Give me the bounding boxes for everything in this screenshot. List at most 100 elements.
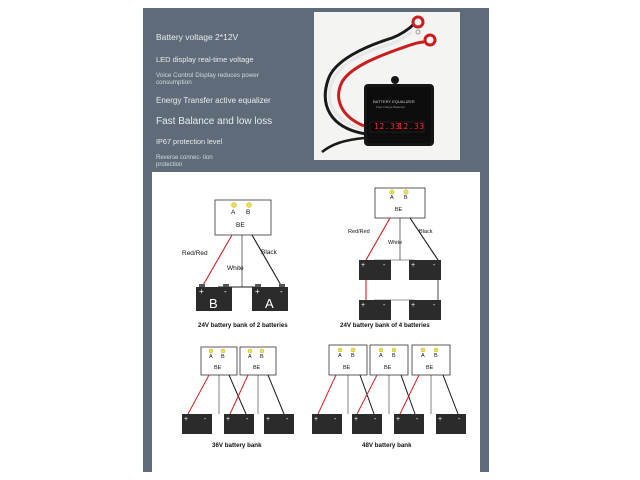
led-b-icon xyxy=(350,347,356,353)
battery xyxy=(182,414,212,434)
battery xyxy=(359,260,391,280)
terminal-plus: + xyxy=(411,302,416,309)
battery xyxy=(359,300,391,320)
terminal-minus: - xyxy=(334,416,337,423)
black-wire xyxy=(409,217,439,261)
be-box-3 xyxy=(411,344,451,376)
red-wire xyxy=(201,234,233,288)
led-a-label: A xyxy=(248,354,252,360)
battery xyxy=(312,414,342,434)
box-label: BE xyxy=(253,365,261,371)
feature-list: Battery voltage 2*12V LED display real-t… xyxy=(156,8,316,173)
battery-b-label: B xyxy=(209,296,218,311)
wire-black-label: Black xyxy=(261,249,277,256)
terminal-minus: - xyxy=(246,416,249,423)
voltage-readout-right: 12.33 xyxy=(398,122,425,131)
led-b-icon xyxy=(433,347,439,353)
battery-b xyxy=(196,287,232,311)
led-a-icon xyxy=(208,348,214,354)
terminal-plus: + xyxy=(255,287,260,296)
terminal-plus: + xyxy=(354,416,359,423)
led-a-label: A xyxy=(379,353,383,359)
battery xyxy=(264,414,294,434)
diagram-24v-4 xyxy=(359,187,441,320)
diagram-24v-2 xyxy=(196,199,288,311)
feature-reverse-connection: Reverse connec- tion protection xyxy=(156,155,213,168)
wiring-svg xyxy=(182,187,466,434)
be-box-2 xyxy=(239,346,277,376)
feature-voice-control: Voice Control Display reduces power cons… xyxy=(156,72,259,86)
feature-led-display: LED display real-time voltage xyxy=(156,55,254,64)
feature-battery-voltage: Battery voltage 2*12V xyxy=(156,32,239,42)
battery xyxy=(409,260,441,280)
terminal-minus: - xyxy=(383,262,386,269)
led-display xyxy=(369,121,425,133)
battery xyxy=(436,414,466,434)
led-a-icon xyxy=(389,189,395,195)
battery xyxy=(352,414,382,434)
led-b-icon xyxy=(246,202,252,208)
wire-white-label: White xyxy=(388,240,403,246)
terminal-minus: - xyxy=(224,287,227,296)
led-a-icon xyxy=(337,347,343,353)
led-b-label: B xyxy=(434,353,438,359)
product-photo: BATTERY EQUALIZER Fast Charge Balancer 1… xyxy=(314,12,460,160)
box-label: BE xyxy=(343,365,351,371)
module-subtitle: Fast Charge Balancer xyxy=(376,105,406,109)
terminal-plus: + xyxy=(361,262,366,269)
caption-24v-4: 24V battery bank of 4 batteries xyxy=(340,322,430,329)
voltage-readout-left: 12.33 xyxy=(374,122,401,131)
module-title: BATTERY EQUALIZER xyxy=(373,99,415,104)
diagram-48v xyxy=(312,344,466,434)
wire-white-label: White xyxy=(227,265,244,272)
be-box-1 xyxy=(200,346,238,376)
led-b-label: B xyxy=(351,353,355,359)
feature-ip67: IP67 protection level xyxy=(156,137,223,146)
terminal-minus: - xyxy=(383,302,386,309)
terminal-plus: + xyxy=(184,416,189,423)
box-label: BE xyxy=(395,207,403,213)
be-box-1 xyxy=(328,344,368,376)
caption-24v-2: 24V battery bank of 2 batteries xyxy=(198,322,288,329)
led-a-label: A xyxy=(421,353,425,359)
terminal-minus: - xyxy=(416,416,419,423)
led-b-label: B xyxy=(221,354,225,360)
terminal-minus: - xyxy=(433,262,436,269)
terminal-minus: - xyxy=(204,416,207,423)
wire-red-label: Red/Red xyxy=(348,229,370,235)
ring-terminal-icon xyxy=(411,15,425,29)
terminal-plus: + xyxy=(411,262,416,269)
terminal-plus: + xyxy=(226,416,231,423)
led-b-icon xyxy=(403,189,409,195)
wire-red-label: Red/Red xyxy=(182,250,208,257)
terminal-minus: - xyxy=(280,287,283,296)
be-box xyxy=(214,199,272,236)
terminal-minus: - xyxy=(286,416,289,423)
be-box-2 xyxy=(369,344,409,376)
battery xyxy=(409,300,441,320)
led-a-icon xyxy=(420,347,426,353)
battery-a-label: A xyxy=(265,296,274,311)
ring-terminal-icon xyxy=(423,33,437,47)
mount-tab xyxy=(391,76,399,84)
product-illustration xyxy=(321,15,437,154)
terminal-minus: - xyxy=(458,416,461,423)
led-b-icon xyxy=(220,348,226,354)
red-wire xyxy=(337,40,425,128)
terminal-plus: + xyxy=(396,416,401,423)
terminal-minus: - xyxy=(433,302,436,309)
wire-black-label: Black xyxy=(419,229,433,235)
box-label: BE xyxy=(214,365,222,371)
wiring-diagrams: A B BE Red/Red White Black + - + - B A 2… xyxy=(152,172,480,472)
led-a-label: A xyxy=(209,354,213,360)
be-box xyxy=(374,187,426,219)
caption-36v: 36V battery bank xyxy=(212,442,262,449)
terminal-plus: + xyxy=(314,416,319,423)
terminal-minus: - xyxy=(374,416,377,423)
feature-fast-balance: Fast Balance and low loss xyxy=(156,116,273,127)
led-b-label: B xyxy=(404,195,408,201)
terminal-plus: + xyxy=(266,416,271,423)
led-a-icon xyxy=(231,202,237,208)
led-a-label: A xyxy=(338,353,342,359)
black-wire xyxy=(251,234,283,288)
